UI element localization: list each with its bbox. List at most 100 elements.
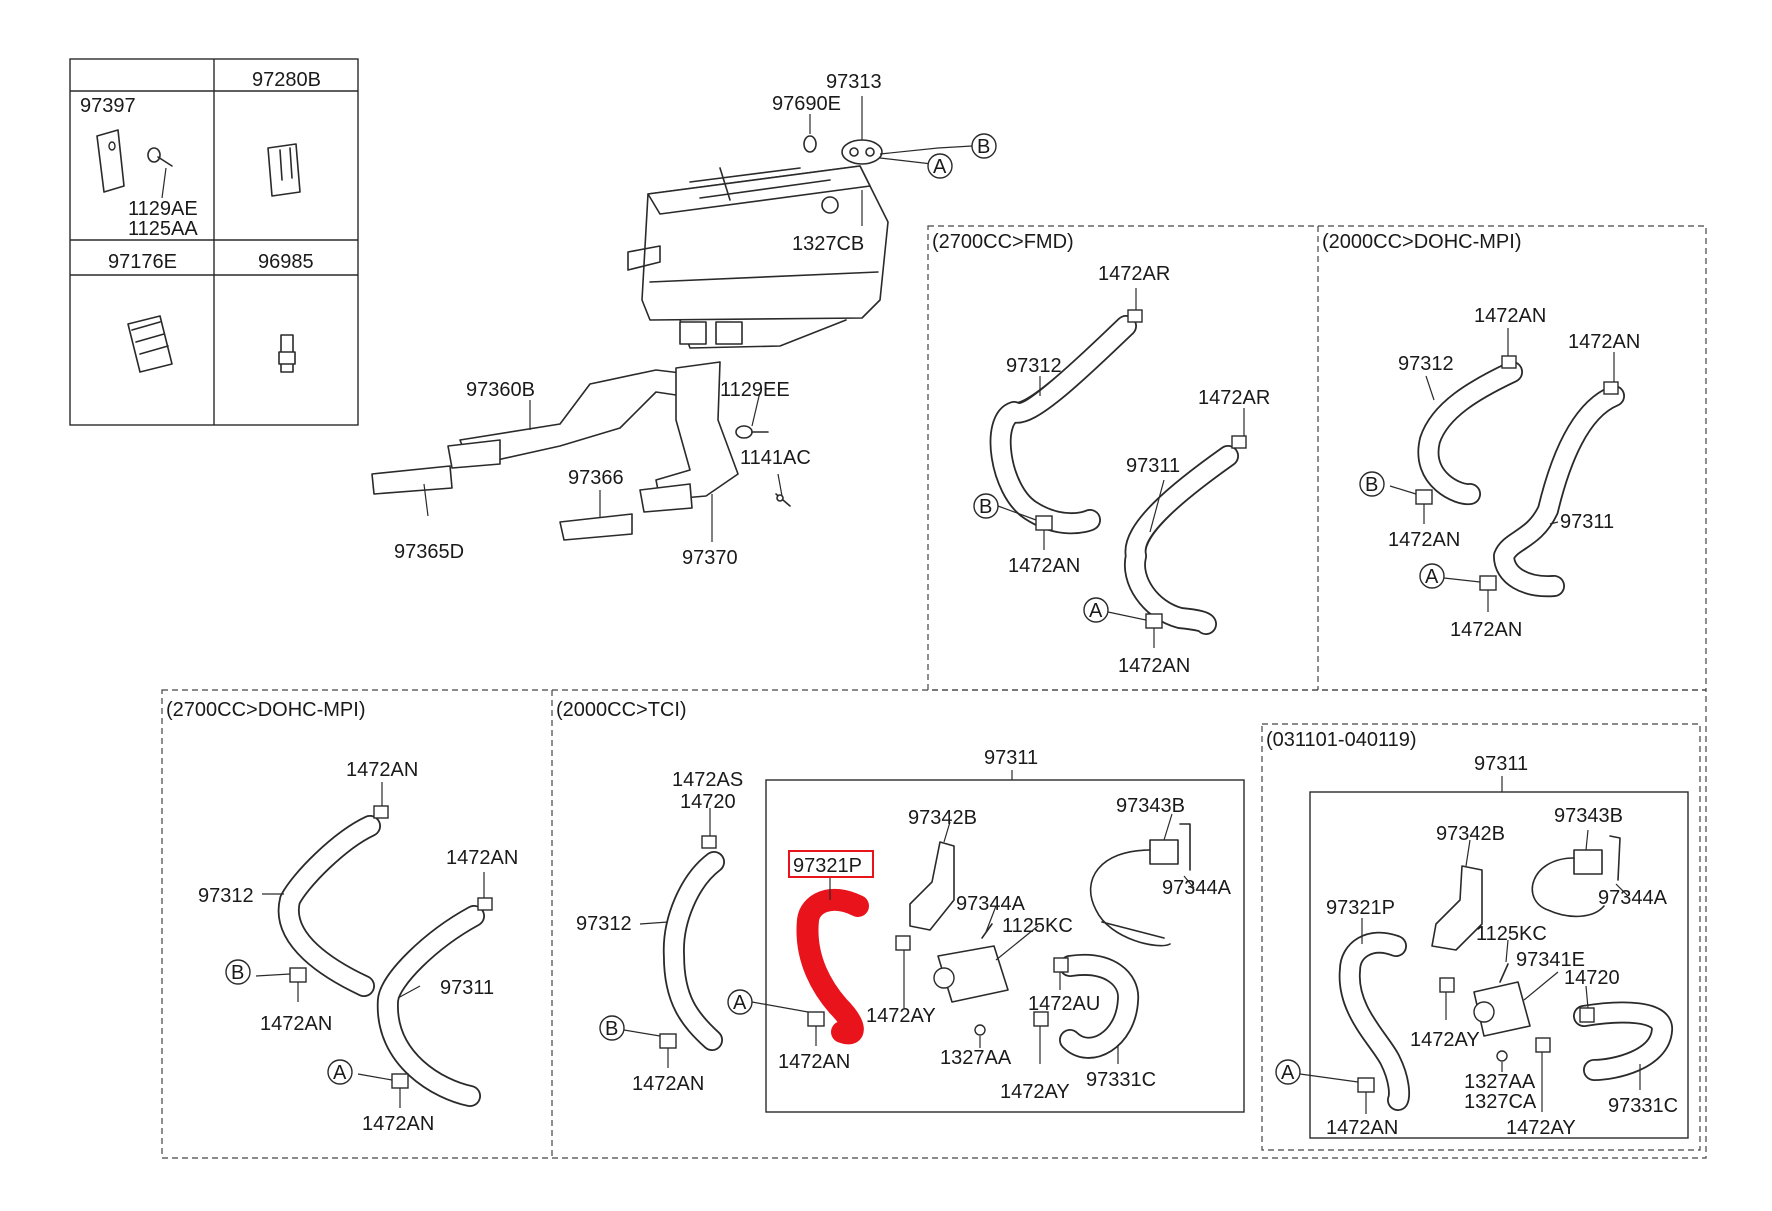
label-d2700-1472AN-b: 1472AN bbox=[260, 1013, 332, 1035]
label-97313: 97313 bbox=[826, 71, 882, 93]
label-tci-97311: 97311 bbox=[984, 747, 1038, 769]
connector-97280B bbox=[267, 143, 301, 197]
label-1129AE: 1129AE bbox=[128, 198, 198, 220]
label-97370: 97370 bbox=[682, 547, 738, 569]
oring-97690E bbox=[803, 135, 817, 153]
label-97366: 97366 bbox=[568, 467, 624, 489]
label-tci-97341E: 1125KC bbox=[1002, 915, 1073, 937]
label-1141AC: 1141AC bbox=[740, 447, 811, 469]
clamp-d2000-4 bbox=[1479, 575, 1497, 591]
label-d2000-1472AN-a: 1472AN bbox=[1450, 619, 1522, 641]
ref-marker-a-label: A bbox=[933, 156, 947, 178]
label-tci-1472AY-right: 1472AY bbox=[1000, 1081, 1070, 1103]
clamp-d2700-4 bbox=[391, 1073, 409, 1089]
label-dr-97311: 97311 bbox=[1474, 753, 1528, 775]
actuator-97343B bbox=[1149, 839, 1179, 865]
clamp-d2000-2 bbox=[1603, 381, 1619, 395]
clamp-fmd-3 bbox=[1035, 515, 1053, 531]
heater-assembly: 97313 97690E 1327CB 97360B 1129EE 1141AC… bbox=[371, 71, 997, 569]
label-d2000-1472AN-right: 1472AN bbox=[1568, 331, 1640, 353]
label-tci-1327AA: 1327AA bbox=[940, 1047, 1012, 1069]
section-title-031101-040119: (031101-040119) bbox=[1266, 729, 1417, 751]
label-96985: 96985 bbox=[258, 251, 314, 273]
label-fmd-1472AN-a: 1472AN bbox=[1118, 655, 1190, 677]
label-tci-97312: 97312 bbox=[576, 913, 632, 935]
label-fmd-97312: 97312 bbox=[1006, 355, 1062, 377]
label-fmd-1472AR-right: 1472AR bbox=[1198, 387, 1270, 409]
clamp-fmd-2 bbox=[1231, 435, 1247, 449]
section-title-2700cc-fmd: (2700CC>FMD) bbox=[932, 231, 1074, 253]
ref-marker-b-d2000: B bbox=[1365, 474, 1378, 496]
duct-97366 bbox=[559, 513, 633, 541]
label-tci-14720: 14720 bbox=[680, 791, 736, 813]
clamp-d2700-3 bbox=[289, 967, 307, 983]
label-d2000-1472AN-b: 1472AN bbox=[1388, 529, 1460, 551]
section-2000cc-tci: (2000CC>TCI) 1472AS 14720 97312 1472AN B… bbox=[556, 699, 1232, 1103]
screw-1129AE bbox=[147, 147, 173, 199]
clamp-dr-a bbox=[1357, 1077, 1375, 1093]
section-title-2700cc-dohc-mpi: (2700CC>DOHC-MPI) bbox=[166, 699, 365, 721]
ref-marker-b-d2700: B bbox=[231, 962, 244, 984]
section-2700cc-dohc-mpi: (2700CC>DOHC-MPI) 1472AN 97312 1472AN 97… bbox=[166, 699, 518, 1135]
ref-marker-a-d2000: A bbox=[1425, 566, 1439, 588]
label-97690E: 97690E bbox=[772, 93, 841, 115]
label-97176E: 97176E bbox=[108, 251, 177, 273]
label-d2700-1472AN-top: 1472AN bbox=[346, 759, 418, 781]
label-tci-97321P: 97321P bbox=[793, 855, 862, 877]
label-d2700-1472AN-right: 1472AN bbox=[446, 847, 518, 869]
label-1129EE: 1129EE bbox=[720, 379, 790, 401]
label-tci-97344A: 97344A bbox=[1162, 877, 1232, 899]
ref-marker-b-tci: B bbox=[605, 1018, 618, 1040]
label-97280B: 97280B bbox=[252, 69, 321, 91]
label-tci-1125KC: 97344A bbox=[956, 893, 1026, 915]
label-d2000-1472AN-top: 1472AN bbox=[1474, 305, 1546, 327]
label-tci-97343B: 97343B bbox=[1116, 795, 1185, 817]
label-dr-1472AY-left: 1472AY bbox=[1410, 1029, 1480, 1051]
clamp-d2000-1 bbox=[1501, 355, 1517, 369]
bracket-97397 bbox=[96, 129, 125, 193]
label-tci-1472AN-a: 1472AN bbox=[778, 1051, 850, 1073]
label-dr-14720: 14720 bbox=[1564, 967, 1620, 989]
label-dr-97331C: 97331C bbox=[1608, 1095, 1678, 1117]
nut-1327CB bbox=[821, 196, 839, 214]
label-dr-1327AA: 1327AA bbox=[1464, 1071, 1536, 1093]
label-dr-1472AN-a: 1472AN bbox=[1326, 1117, 1398, 1139]
label-dr-1125KC: 1125KC bbox=[1476, 923, 1547, 945]
label-d2000-97312: 97312 bbox=[1398, 353, 1454, 375]
section-title-2000cc-tci: (2000CC>TCI) bbox=[556, 699, 687, 721]
label-dr-1327CA: 1327CA bbox=[1464, 1091, 1537, 1113]
label-dr-1472AY-right: 1472AY bbox=[1506, 1117, 1576, 1139]
ref-marker-a bbox=[927, 153, 953, 179]
label-97321P-highlight-box bbox=[788, 850, 874, 878]
clamp-fmd-1 bbox=[1127, 309, 1143, 323]
clamp-d2700-1 bbox=[373, 805, 389, 819]
ref-marker-b bbox=[971, 133, 997, 159]
duct-97365D bbox=[371, 465, 453, 495]
label-fmd-1472AN-b: 1472AN bbox=[1008, 555, 1080, 577]
label-97397: 97397 bbox=[80, 95, 136, 117]
label-dr-97342B: 97342B bbox=[1436, 823, 1505, 845]
ref-marker-a-fmd: A bbox=[1089, 600, 1103, 622]
bracket-97342B bbox=[909, 841, 955, 931]
section-title-2000cc-dohc-mpi: (2000CC>DOHC-MPI) bbox=[1322, 231, 1521, 253]
inset-parts-table: 97280B 97397 1129AE 1125AA 97176E 96985 bbox=[69, 58, 359, 426]
label-1327CB: 1327CB bbox=[792, 233, 864, 255]
nut-1327AA bbox=[974, 1024, 986, 1036]
label-tci-1472AS: 1472AS bbox=[672, 769, 743, 791]
label-dr-97321P: 97321P bbox=[1326, 897, 1395, 919]
actuator-dr-97343B bbox=[1573, 849, 1603, 875]
label-tci-1472AY-left: 1472AY bbox=[866, 1005, 936, 1027]
clamp-tci-2 bbox=[659, 1033, 677, 1049]
clamp-tci-1 bbox=[701, 835, 717, 849]
label-dr-97343B: 97343B bbox=[1554, 805, 1623, 827]
label-d2700-1472AN-a: 1472AN bbox=[362, 1113, 434, 1135]
clamp-tci-a bbox=[807, 1011, 825, 1027]
section-031101-040119: (031101-040119) 97311 97342B 97343B 9734… bbox=[1266, 729, 1678, 1139]
ref-marker-a-dr: A bbox=[1281, 1062, 1295, 1084]
resistor-97176E bbox=[127, 315, 173, 373]
screw-1129EE bbox=[735, 425, 769, 439]
grommet-97313 bbox=[841, 139, 883, 165]
label-tci-1472AN-b: 1472AN bbox=[632, 1073, 704, 1095]
label-dr-97341E: 97341E bbox=[1516, 949, 1585, 971]
